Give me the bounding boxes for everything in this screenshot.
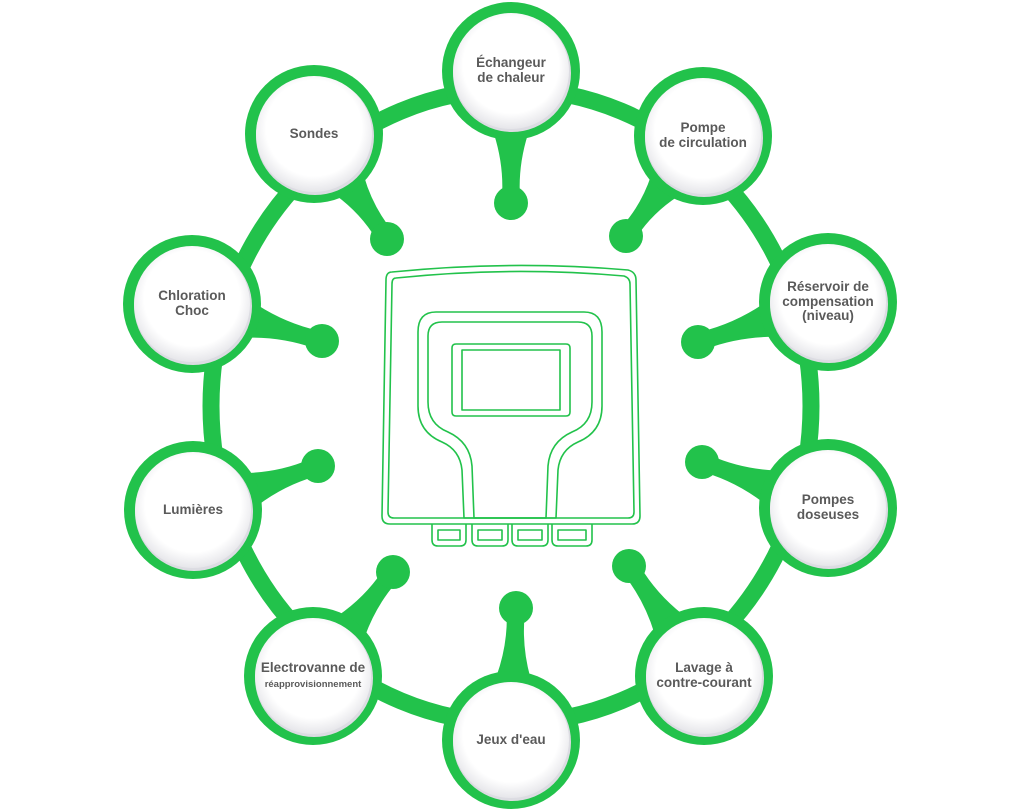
device-housing-inner: [387, 270, 635, 519]
device-gland-inner-1: [477, 529, 503, 541]
node-circle-pompe-de-circulation: [645, 78, 761, 194]
connector-blob-jeux-d-eau: [499, 591, 533, 625]
connector-blob-lavage-a-contre-courant: [612, 549, 646, 583]
node-circle-pompes-doseuses: [770, 450, 886, 566]
device-gland-inner-3: [557, 529, 587, 541]
node-circle-jeux-d-eau: [453, 682, 569, 798]
device-gland-3: [551, 524, 593, 547]
connector-blob-chloration-choc: [305, 324, 339, 358]
connector-blob-reservoir-de-compensation: [681, 325, 715, 359]
connector-blob-electrovanne-de-reapprovisionnement: [376, 555, 410, 589]
node-circle-echangeur-de-chaleur: [453, 13, 569, 129]
pool-controller-device: [381, 264, 641, 547]
device-screen-inner: [461, 349, 561, 411]
device-gland-0: [431, 524, 467, 547]
device-housing-outer: [381, 264, 641, 525]
connector-blob-pompes-doseuses: [685, 445, 719, 479]
connector-stem-pompes-doseuses: [704, 455, 775, 503]
connector-stem-echangeur-de-chaleur: [494, 134, 528, 197]
device-gland-inner-0: [437, 529, 461, 541]
node-circle-sondes: [256, 76, 372, 192]
connector-blob-sondes: [370, 222, 404, 256]
connector-stem-lavage-a-contre-courant: [624, 565, 683, 634]
device-screen-outer: [451, 343, 571, 417]
connector-blob-echangeur-de-chaleur: [494, 186, 528, 220]
node-circle-lumieres: [135, 452, 251, 568]
device-gland-1: [471, 524, 509, 547]
device-face-outer: [417, 311, 603, 519]
node-circle-electrovanne-de-reapprovisionnement: [255, 618, 371, 734]
node-circle-reservoir-de-compensation: [770, 244, 886, 360]
device-face-inner: [427, 321, 593, 519]
connector-blob-lumieres: [301, 449, 335, 483]
connector-stem-chloration-choc: [247, 304, 319, 349]
connector-blob-pompe-de-circulation: [609, 219, 643, 253]
node-circle-chloration-choc: [134, 246, 250, 362]
connector-stem-lumieres: [246, 459, 316, 506]
connector-stem-reservoir-de-compensation: [701, 304, 773, 349]
device-gland-2: [511, 524, 549, 547]
connector-stem-jeux-d-eau: [496, 613, 531, 678]
node-circle-lavage-a-contre-courant: [646, 618, 762, 734]
device-gland-inner-2: [517, 529, 543, 541]
